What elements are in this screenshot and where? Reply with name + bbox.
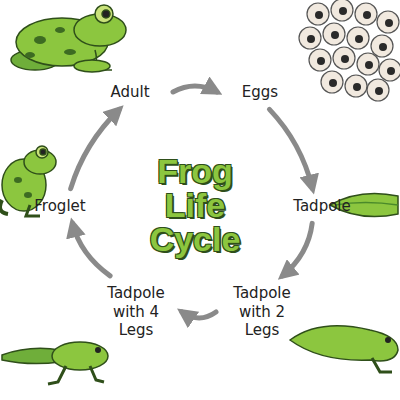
- cycle-arrow: [71, 109, 120, 188]
- stage-label: Tadpole with 2 Legs: [222, 282, 302, 342]
- stage-label: Eggs: [223, 81, 297, 104]
- tadpole-four-legs: [2, 342, 108, 384]
- stage-label: Tadpole: [280, 195, 364, 218]
- cycle-arrow: [72, 223, 110, 276]
- stage-name: Tadpole: [282, 197, 362, 216]
- stage-name: Eggs: [225, 83, 295, 102]
- stage-label: Tadpole with 4 Legs: [96, 282, 176, 342]
- adult-frog: [11, 5, 126, 72]
- frog-eggs: [299, 0, 400, 101]
- cycle-arrow: [282, 223, 312, 276]
- stage-label: Froglet: [23, 195, 97, 218]
- stage-name: Tadpole with 4 Legs: [98, 284, 174, 340]
- stage-name: Tadpole with 2 Legs: [224, 284, 300, 340]
- diagram-title: Frog Life Cycle: [135, 154, 255, 256]
- stage-label: Adult: [93, 81, 167, 104]
- cycle-arrow: [269, 109, 312, 188]
- stage-name: Froglet: [25, 197, 95, 216]
- stage-name: Adult: [95, 83, 165, 102]
- tadpole-two-legs: [290, 326, 398, 372]
- cycle-arrow: [173, 86, 217, 92]
- cycle-arrow: [182, 312, 216, 318]
